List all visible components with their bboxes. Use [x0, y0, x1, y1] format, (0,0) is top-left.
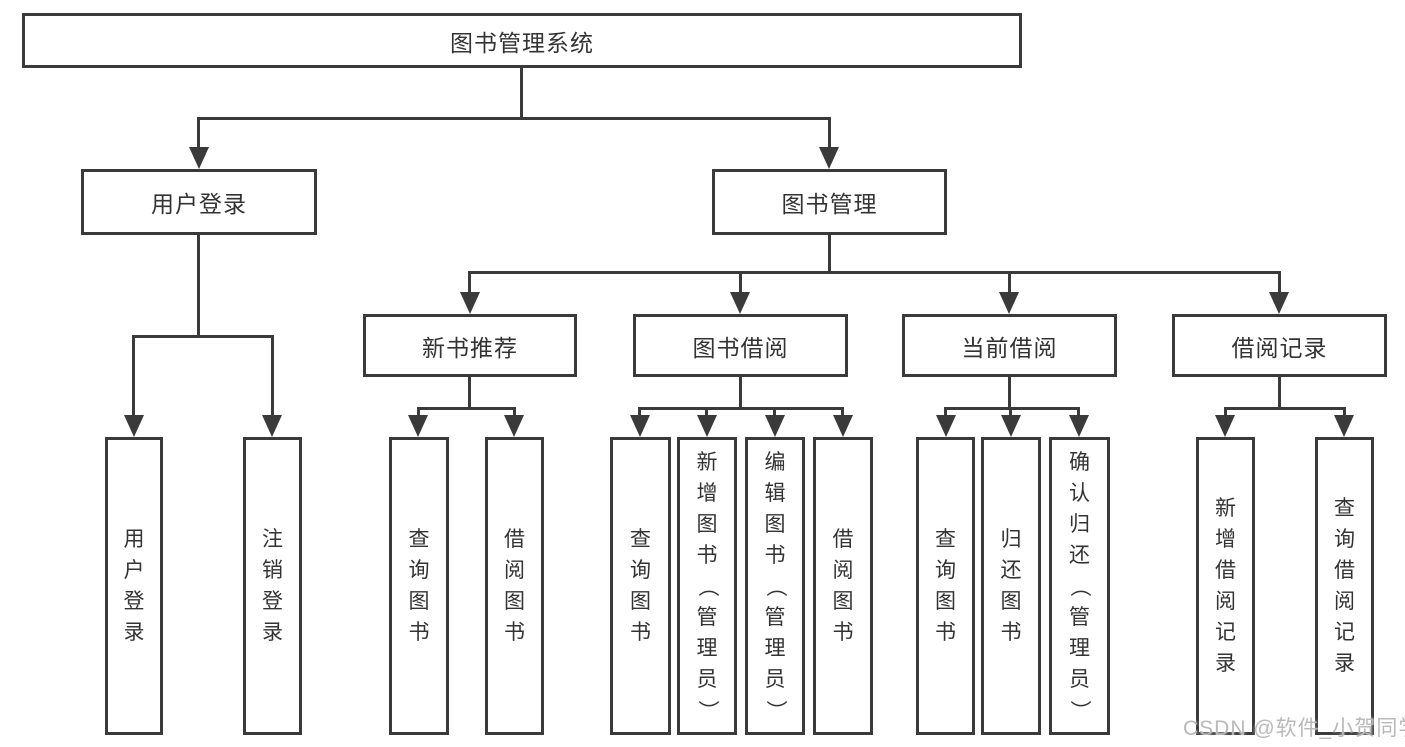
- leaf-logout: 注销登录: [243, 437, 302, 735]
- node-new-book-recommend-label: 新书推荐: [422, 334, 518, 361]
- connector-bar-new-book-recommend: [417, 407, 516, 410]
- connector-stem-root: [520, 68, 523, 117]
- leaf-edit-book-admin-label: 编辑图书（管理员）: [763, 450, 787, 721]
- node-borrow-records: 借阅记录: [1172, 314, 1387, 377]
- arrow-down-icon: [262, 415, 282, 437]
- node-new-book-recommend: 新书推荐: [363, 314, 577, 377]
- node-current-borrow: 当前借阅: [902, 314, 1117, 377]
- connector-bar-book-management: [468, 271, 1281, 274]
- watermark: CSDN @软件_小贺同学: [1183, 717, 1405, 740]
- arrow-down-icon: [819, 147, 839, 169]
- leaf-borrow-books-2-label: 借阅图书: [832, 528, 854, 644]
- node-user-login: 用户登录: [81, 169, 317, 235]
- connector-stem-book-borrow: [739, 376, 742, 407]
- arrow-down-icon: [460, 292, 480, 314]
- connector-stem-new-book-recommend: [468, 376, 471, 407]
- arrow-down-icon: [697, 415, 717, 437]
- arrow-down-icon: [999, 292, 1019, 314]
- leaf-logout-label: 注销登录: [262, 528, 283, 644]
- node-root: 图书管理系统: [22, 13, 1022, 68]
- connector-stem-user-login: [197, 234, 200, 335]
- leaf-query-books-2-label: 查询图书: [630, 528, 651, 644]
- node-root-label: 图书管理系统: [450, 29, 594, 56]
- connector-drop-leaf-return-book: [1009, 407, 1012, 419]
- connector-drop-user-login: [197, 117, 200, 150]
- arrow-down-icon: [765, 415, 785, 437]
- arrow-down-icon: [1215, 415, 1235, 437]
- connector-drop-leaf-query-books-2: [638, 407, 641, 419]
- arrow-down-icon: [833, 415, 853, 437]
- node-current-borrow-label: 当前借阅: [961, 334, 1058, 361]
- connector-drop-leaf-logout: [271, 335, 274, 419]
- leaf-add-borrow-record: 新增借阅记录: [1196, 437, 1255, 735]
- connector-drop-book-management: [828, 117, 831, 150]
- leaf-add-book-admin: 新增图书（管理员）: [677, 437, 737, 735]
- connector-bar-root: [197, 117, 831, 120]
- arrow-down-icon: [189, 147, 209, 169]
- arrow-down-icon: [730, 292, 750, 314]
- connector-drop-new-book-recommend: [468, 271, 471, 296]
- node-book-borrow: 图书借阅: [633, 314, 848, 377]
- leaf-borrow-books-1: 借阅图书: [485, 437, 544, 735]
- leaf-query-books-2: 查询图书: [610, 437, 671, 735]
- connector-drop-leaf-borrow-books-1: [513, 407, 516, 419]
- arrow-down-icon: [1334, 415, 1354, 437]
- node-user-login-label: 用户登录: [151, 191, 247, 217]
- arrow-down-icon: [1001, 415, 1021, 437]
- connector-drop-leaf-edit-book: [773, 407, 776, 419]
- leaf-edit-book-admin: 编辑图书（管理员）: [745, 437, 805, 735]
- leaf-user-login-label: 用户登录: [123, 528, 145, 644]
- arrow-down-icon: [504, 415, 524, 437]
- connector-drop-leaf-confirm-return: [1077, 407, 1080, 419]
- connector-bar-book-borrow: [638, 407, 844, 410]
- connector-drop-book-borrow: [739, 271, 742, 296]
- arrow-down-icon: [1069, 415, 1089, 437]
- connector-stem-borrow-records: [1278, 376, 1281, 407]
- connector-stem-current-borrow: [1008, 376, 1011, 407]
- connector-bar-current-borrow: [944, 407, 1080, 410]
- leaf-confirm-return-admin: 确认归还（管理员）: [1049, 437, 1110, 735]
- arrow-down-icon: [630, 415, 650, 437]
- connector-drop-leaf-user-login: [132, 335, 135, 419]
- arrow-down-icon: [408, 415, 428, 437]
- connector-drop-leaf-query-borrow-record: [1343, 407, 1346, 419]
- leaf-query-books-3-label: 查询图书: [935, 528, 956, 644]
- arrow-down-icon: [936, 415, 956, 437]
- connector-bar-user-login: [132, 335, 274, 338]
- connector-stem-book-management: [828, 234, 831, 271]
- leaf-borrow-books-2: 借阅图书: [813, 437, 873, 735]
- connector-drop-leaf-query-books-1: [417, 407, 420, 419]
- leaf-add-borrow-record-label: 新增借阅记录: [1215, 497, 1236, 675]
- connector-drop-leaf-add-borrow-record: [1224, 407, 1227, 419]
- leaf-borrow-books-1-label: 借阅图书: [504, 528, 525, 644]
- connector-drop-borrow-records: [1278, 271, 1281, 296]
- leaf-return-book: 归还图书: [981, 437, 1041, 735]
- connector-drop-leaf-add-book: [705, 407, 708, 419]
- node-book-borrow-label: 图书借阅: [692, 334, 789, 361]
- leaf-query-borrow-record-label: 查询借阅记录: [1334, 497, 1355, 675]
- leaf-confirm-return-admin-label: 确认归还（管理员）: [1068, 450, 1091, 721]
- node-book-management: 图书管理: [712, 169, 947, 235]
- leaf-user-login: 用户登录: [105, 437, 163, 735]
- connector-bar-borrow-records: [1224, 407, 1346, 410]
- arrow-down-icon: [1269, 292, 1289, 314]
- leaf-query-books-1: 查询图书: [389, 437, 449, 735]
- leaf-query-books-3: 查询图书: [916, 437, 975, 735]
- connector-drop-current-borrow: [1008, 271, 1011, 296]
- node-book-management-label: 图书管理: [781, 191, 878, 217]
- leaf-query-borrow-record: 查询借阅记录: [1315, 437, 1374, 735]
- node-borrow-records-label: 借阅记录: [1231, 334, 1328, 361]
- connector-drop-leaf-borrow-books-2: [841, 407, 844, 419]
- arrow-down-icon: [124, 415, 144, 437]
- leaf-query-books-1-label: 查询图书: [408, 528, 430, 644]
- connector-drop-leaf-query-books-3: [944, 407, 947, 419]
- leaf-add-book-admin-label: 新增图书（管理员）: [695, 450, 719, 721]
- leaf-return-book-label: 归还图书: [1000, 528, 1022, 644]
